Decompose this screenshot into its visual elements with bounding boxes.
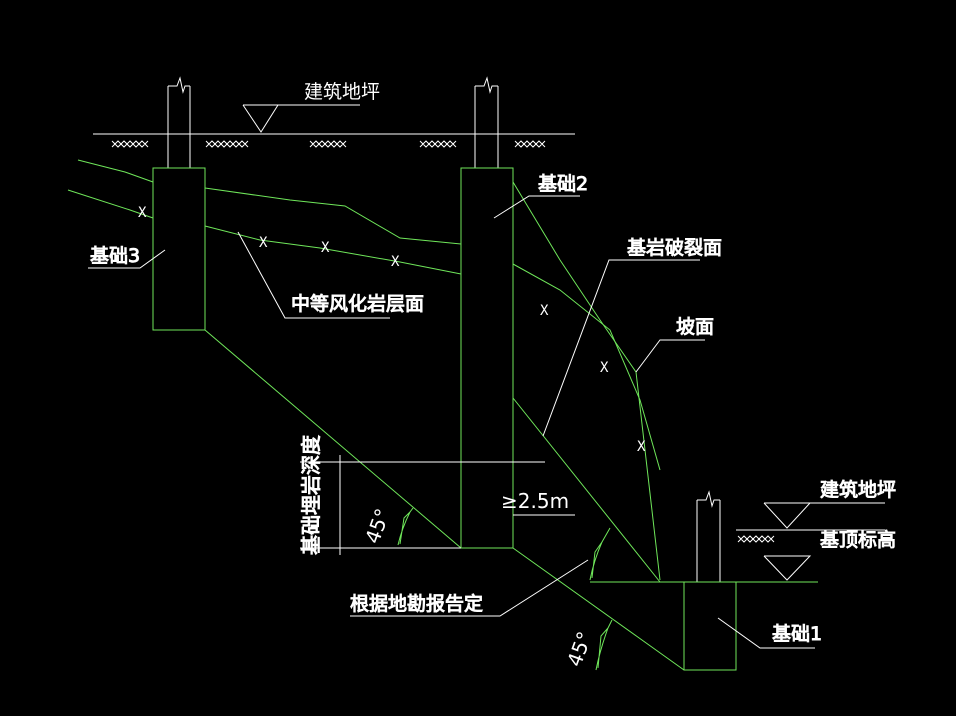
rock-mark: X bbox=[637, 439, 646, 455]
floor-level-symbol-right: 建筑地坪 bbox=[763, 479, 897, 529]
min-distance-label: ≥2.5m bbox=[501, 489, 569, 513]
floor-level-label-top: 建筑地坪 bbox=[304, 81, 380, 103]
rock-mark: X bbox=[600, 360, 609, 376]
foundation1-label: 基础1 bbox=[772, 623, 822, 645]
column-foundation1 bbox=[696, 490, 721, 582]
rock-fracture-label: 基岩破裂面 bbox=[627, 237, 722, 259]
angle-45-bottom: 45° bbox=[562, 527, 613, 671]
rock-mark: X bbox=[540, 303, 549, 319]
ground-hatch-top bbox=[111, 140, 546, 148]
slope-leader: 坡面 bbox=[635, 316, 715, 373]
min-distance-dimension: ≥2.5m bbox=[501, 489, 575, 516]
angle-label-left: 45° bbox=[360, 505, 395, 547]
geo-report-label: 根据地勘报告定 bbox=[350, 593, 483, 615]
embed-depth-label: 基础埋岩深度 bbox=[299, 435, 323, 555]
weathered-rock-label: 中等风化岩层面 bbox=[291, 293, 424, 315]
stress-diffusion-lines bbox=[204, 329, 818, 671]
foundation3-leader: 基础3 bbox=[88, 245, 166, 269]
foundation1-block bbox=[683, 581, 737, 671]
weathered-rock-lines bbox=[67, 159, 661, 581]
foundation3-label: 基础3 bbox=[90, 245, 140, 267]
angle-45-left: 45° bbox=[360, 505, 414, 547]
column-foundation3 bbox=[167, 76, 191, 168]
weathered-rock-leader: 中等风化岩层面 bbox=[237, 231, 425, 319]
foundation3-block bbox=[152, 167, 206, 331]
angle-label-bottom: 45° bbox=[562, 628, 597, 670]
ground-hatch-right bbox=[737, 535, 775, 543]
foundation2-leader: 基础2 bbox=[493, 173, 589, 219]
rock-mark: X bbox=[391, 254, 400, 270]
rock-mark: X bbox=[321, 240, 330, 256]
foundation-top-elev-label: 基顶标高 bbox=[820, 529, 896, 551]
column-foundation2 bbox=[474, 76, 499, 168]
rock-fracture-leader: 基岩破裂面 bbox=[542, 237, 723, 437]
rock-x-marks: X X X X X X X bbox=[138, 205, 646, 455]
foundation2-label: 基础2 bbox=[538, 173, 588, 195]
rock-mark: X bbox=[138, 205, 147, 221]
floor-level-symbol-top: 建筑地坪 bbox=[242, 81, 380, 133]
foundation1-leader: 基础1 bbox=[717, 617, 823, 649]
geo-report-leader: 根据地勘报告定 bbox=[350, 559, 589, 617]
rock-mark: X bbox=[259, 235, 268, 251]
slope-label: 坡面 bbox=[676, 316, 714, 338]
floor-level-label-right: 建筑地坪 bbox=[820, 479, 896, 501]
foundation-top-elev-symbol: 基顶标高 bbox=[736, 529, 897, 581]
embed-depth-dimension: 基础埋岩深度 bbox=[299, 435, 545, 556]
